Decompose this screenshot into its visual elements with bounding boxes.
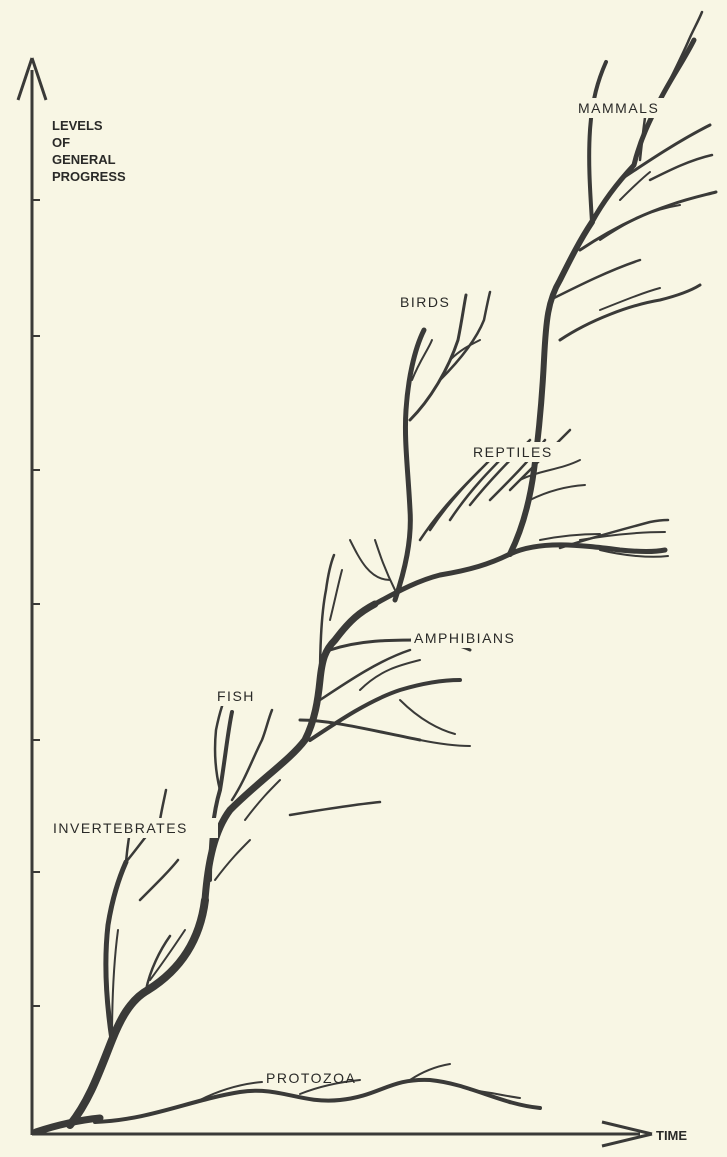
y-axis-title: LEVELS OF GENERAL PROGRESS <box>52 118 126 184</box>
branch-amph-e <box>420 740 470 746</box>
label-birds: BIRDS <box>400 294 450 310</box>
branch-mammals-c <box>660 12 702 100</box>
branch-mammals-e <box>650 155 712 180</box>
branch-birds-a <box>410 295 466 420</box>
x-axis-title: TIME <box>656 1128 687 1143</box>
label-invertebrates: INVERTEBRATES <box>53 820 188 836</box>
trunk-middle <box>205 604 375 900</box>
branch-mammals-f <box>580 192 716 250</box>
branch-fish-c <box>245 780 280 820</box>
branch-mammals-g <box>600 205 680 240</box>
phylogeny-branches <box>36 12 716 1132</box>
branch-birds-f <box>375 540 395 590</box>
branch-amphibians-main <box>310 680 460 740</box>
label-mammals: MAMMALS <box>578 100 659 116</box>
branch-mammals-h <box>550 260 640 300</box>
y-axis-title-line-3: GENERAL <box>52 152 116 167</box>
trunk-mammals <box>510 222 592 554</box>
branch-reptiles-b <box>430 460 490 530</box>
y-axis-title-line-1: LEVELS <box>52 118 103 133</box>
branch-invert-c <box>140 860 178 900</box>
branch-protozoa-sprig-3 <box>410 1064 450 1080</box>
label-protozoa: PROTOZOA <box>266 1070 356 1086</box>
label-fish: FISH <box>217 688 255 704</box>
branch-birds-main <box>395 330 424 600</box>
label-reptiles: REPTILES <box>473 444 553 460</box>
branch-reptiles-h <box>530 485 585 500</box>
branch-fish-d <box>215 840 250 880</box>
label-amphibians: AMPHIBIANS <box>414 630 515 646</box>
branch-mammals-a <box>589 62 606 222</box>
branch-amph-d <box>400 700 455 734</box>
branch-mammals-i <box>560 285 700 340</box>
branch-protozoa <box>95 1080 540 1122</box>
y-axis-title-line-4: PROGRESS <box>52 169 126 184</box>
y-axis-title-line-2: OF <box>52 135 70 150</box>
branch-side-low <box>290 802 380 815</box>
branch-birds-e <box>350 540 390 580</box>
trunk-lower <box>70 900 205 1125</box>
branch-amph-h <box>330 570 342 620</box>
